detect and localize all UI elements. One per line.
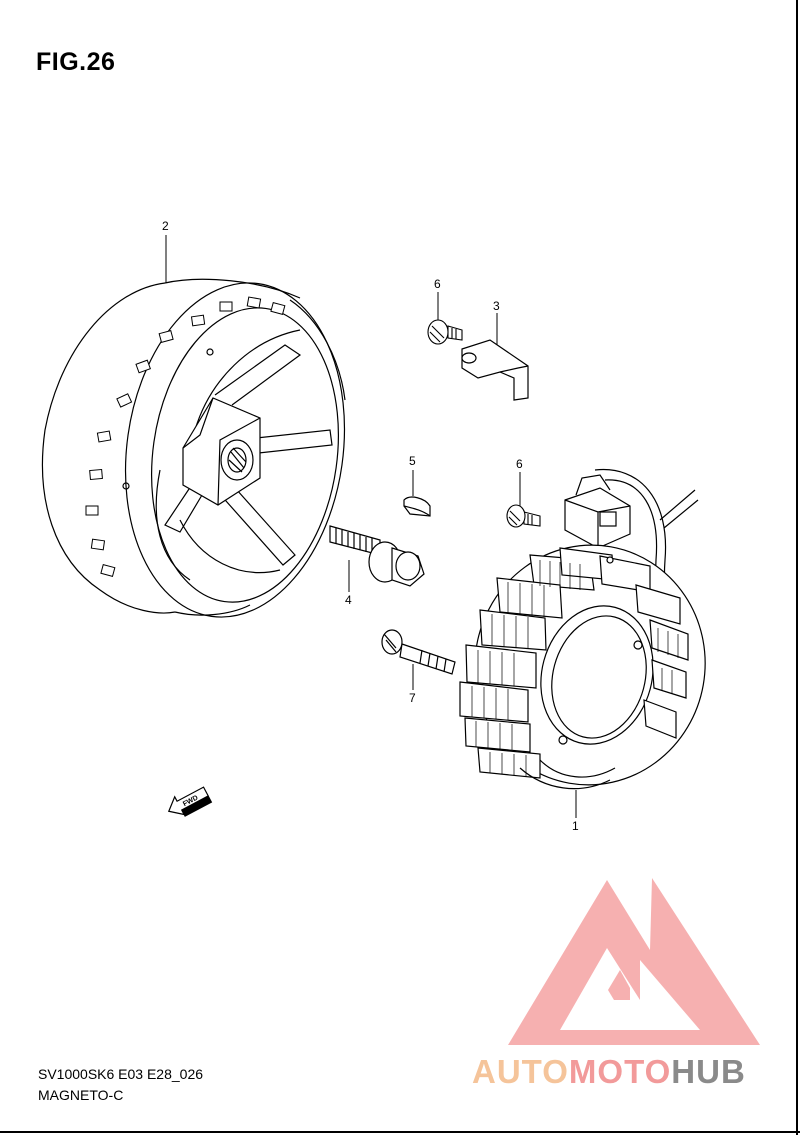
watermark-text: AUTOMOTOHUB [472,1053,746,1091]
watermark-moto: MOTO [568,1053,672,1090]
watermark-hub: HUB [671,1053,746,1090]
stator-bolt [381,629,456,675]
woodruff-key [403,496,431,517]
footer-section-name: MAGNETO-C [38,1087,124,1103]
callout-part-7: 7 [409,691,416,705]
screw-lower [506,504,541,528]
callout-part-5: 5 [409,454,416,468]
callout-part-6-upper: 6 [434,277,441,291]
figure-title: FIG.26 [36,48,116,76]
watermark-logo-icon [508,878,760,1045]
watermark-auto: AUTO [472,1053,569,1090]
callout-part-6-lower: 6 [516,457,523,471]
bracket [461,339,529,401]
callout-part-2: 2 [162,219,169,233]
screw-upper [427,319,463,345]
stator-assembly [459,468,706,790]
rotor-flywheel [41,278,346,618]
callout-part-3: 3 [493,299,500,313]
leader-lines [165,235,577,818]
fwd-arrow-icon: FWD [167,786,213,817]
callout-part-1: 1 [572,819,579,833]
rotor-bolt [329,525,425,587]
callout-part-4: 4 [345,593,352,607]
footer-model-code: SV1000SK6 E03 E28_026 [38,1066,204,1082]
